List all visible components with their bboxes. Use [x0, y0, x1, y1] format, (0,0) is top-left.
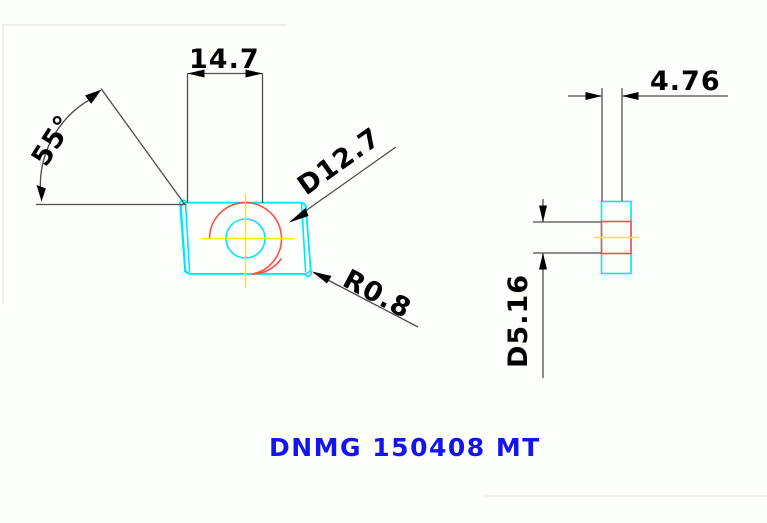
- angle-dimension-55: 55°: [26, 88, 186, 206]
- thk-arrow-left: [585, 92, 602, 100]
- angle-arrow-upper: [85, 89, 102, 104]
- width-dimension-label: 14.7: [189, 44, 260, 75]
- inscribed-circle-arc-2: [251, 258, 283, 275]
- bore-dimension-label: D5.16: [503, 274, 534, 368]
- width-dimension-14-7: 14.7: [186, 44, 264, 203]
- thk-arrow-right: [622, 92, 639, 100]
- insert-corner-right-bottom: [304, 269, 312, 275]
- angle-dimension-label: 55°: [26, 109, 81, 171]
- angle-arc: [39, 95, 97, 193]
- rad-leader-line: [313, 271, 419, 328]
- thickness-dimension-4-76: 4.76: [568, 66, 728, 201]
- bore-arrow-bottom: [539, 253, 547, 270]
- page-frame: [2, 24, 767, 497]
- angle-incline-line: [100, 88, 186, 205]
- insert-right-long-edge: [305, 205, 312, 271]
- rad-leader-arrow: [312, 271, 332, 284]
- dia-leader-arrow: [289, 208, 309, 223]
- radius-leader-0-8: R0.8: [312, 264, 419, 328]
- insert-left-long-edge: [180, 206, 187, 271]
- thickness-dimension-label: 4.76: [650, 66, 721, 97]
- side-view: [594, 200, 639, 275]
- width-arrow-right: [245, 69, 263, 78]
- front-view: [178, 193, 313, 288]
- width-arrow-left: [187, 69, 205, 78]
- insert-corner-right-top: [300, 202, 307, 207]
- bore-dimension-5-16: D5.16: [503, 199, 601, 378]
- inscribed-circle-arc: [208, 201, 283, 275]
- angle-arrow-lower: [36, 185, 46, 202]
- part-title: DNMG 150408 MT: [269, 433, 541, 462]
- insert-left-edge: [184, 203, 191, 273]
- dia-leader-line: [290, 146, 397, 223]
- bore-arrow-top: [539, 205, 547, 222]
- insert-corner-left-bottom: [184, 269, 191, 275]
- radius-dimension-label: R0.8: [338, 264, 417, 325]
- diameter-dimension-label: D12.7: [292, 122, 387, 202]
